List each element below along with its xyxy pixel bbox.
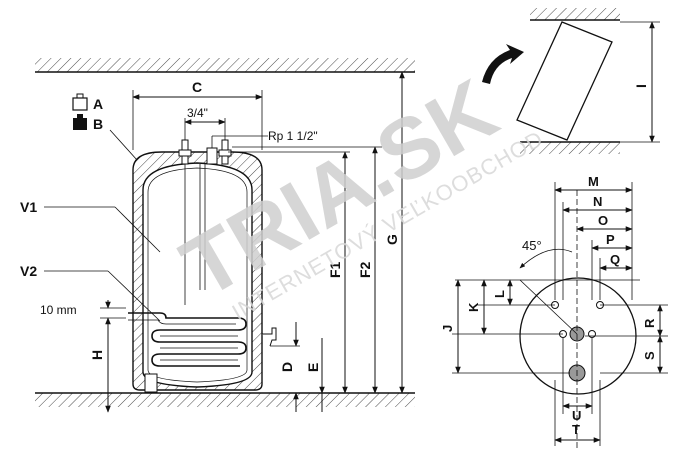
- top-view: M N O P Q 45° L K J R S: [440, 174, 668, 448]
- label-b: B: [93, 116, 103, 132]
- top-nut-right: [218, 149, 232, 157]
- icon-box-a-handle: [76, 93, 84, 99]
- angle-arc: [519, 248, 573, 269]
- hole-mid-right: [588, 330, 596, 338]
- icon-box-b: [73, 118, 87, 130]
- label-s: S: [642, 351, 657, 360]
- label-thread-small: 3/4": [187, 106, 208, 120]
- drain-valve: [262, 327, 277, 347]
- label-r: R: [642, 318, 657, 328]
- icon-box-a: [72, 97, 88, 111]
- flange-center: [206, 147, 218, 165]
- label-n: N: [593, 194, 602, 209]
- side-view: C 3/4" Rp 1 1/2" A B V1 V2 10 mm H: [20, 58, 415, 413]
- label-o: O: [598, 213, 608, 228]
- tank-inner-wall: [147, 167, 248, 383]
- icon-box-b-handle: [77, 114, 83, 118]
- tank-foot: [144, 373, 158, 393]
- label-u: U: [572, 408, 581, 423]
- label-v1: V1: [20, 199, 37, 215]
- ceiling-hatch: [35, 58, 415, 72]
- label-angle: 45°: [522, 238, 542, 253]
- tilt-arrow: [482, 44, 524, 84]
- label-g: G: [384, 234, 400, 245]
- leader-ab: [109, 129, 138, 161]
- leader-v2-b: [107, 270, 161, 322]
- label-l: L: [492, 290, 507, 298]
- label-thread-large: Rp 1 1/2": [268, 129, 318, 143]
- label-a: A: [93, 96, 103, 112]
- label-f2: F2: [357, 261, 373, 278]
- label-gap: 10 mm: [40, 303, 77, 317]
- top-nut-left: [178, 149, 192, 157]
- tilt-view: I: [482, 8, 660, 154]
- label-c: C: [192, 79, 202, 95]
- diag-45: [519, 279, 578, 335]
- floor-hatch: [35, 393, 415, 407]
- label-j: J: [440, 325, 455, 332]
- label-m: M: [588, 174, 599, 189]
- tank-inner-vessel: [142, 162, 253, 388]
- leader-v1-b: [114, 206, 161, 253]
- label-h: H: [89, 350, 105, 360]
- label-p: P: [606, 232, 615, 247]
- tilted-tank: [516, 21, 613, 141]
- label-f1: F1: [327, 261, 343, 278]
- label-i: I: [633, 84, 649, 88]
- label-v2: V2: [20, 263, 37, 279]
- label-t: T: [572, 422, 580, 437]
- tilt-floor-hatch: [520, 142, 620, 154]
- label-d: D: [279, 362, 295, 372]
- label-k: K: [466, 302, 481, 312]
- heat-exchanger-coil: [128, 312, 247, 367]
- label-q: Q: [610, 252, 620, 267]
- label-e: E: [305, 363, 321, 372]
- tilt-ceiling-hatch: [530, 8, 620, 20]
